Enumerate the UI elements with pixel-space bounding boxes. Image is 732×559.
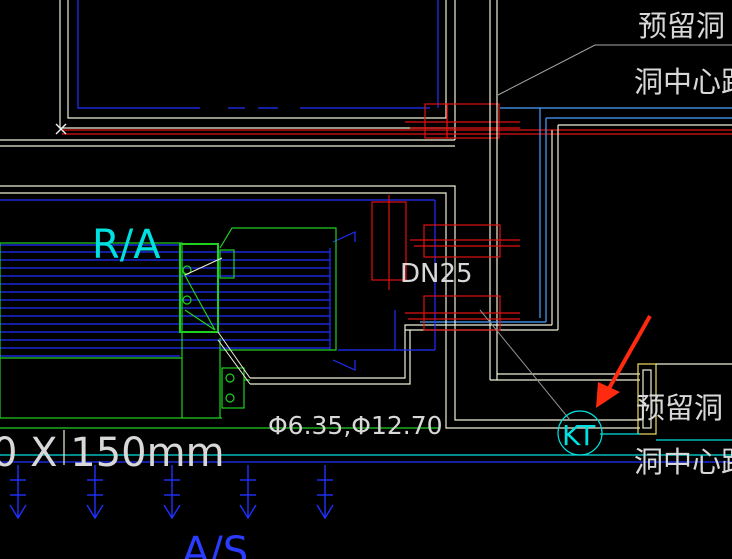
pipe-size-label: DN25 [400,259,473,289]
red-annotation-arrow [596,315,652,408]
upper-room-inner-blue [77,0,439,109]
return-air-label: R/A [92,222,161,268]
unit-green-housing [0,227,337,419]
refrigerant-pipe-label: Φ6.35,Φ12.70 [268,411,443,440]
cross-marker [55,123,67,135]
diffuser-arrow [239,465,257,520]
red-pipe-top [62,103,732,139]
upper-room-walls [0,0,456,147]
supply-air-label: A/S [182,529,248,559]
diffuser-arrow [316,465,334,520]
kt-tag-circle [557,410,603,456]
diffuser-arrow [9,465,27,520]
bottom-duct-lines [0,427,732,465]
unit-connector-lines [184,257,251,385]
supply-air-arrows [9,465,334,520]
right-vertical-walls [405,0,732,381]
equipment-tag-kt: KT [562,419,596,452]
reserved-hole-label-right: 预留洞 [636,391,723,425]
hole-center-label-right: 洞中心距 [634,445,732,479]
duct-size-label: 0 X 150mm [0,430,225,476]
reserved-hole-label-top: 预留洞 [638,9,725,43]
middle-walls [0,185,640,429]
red-fitting-dn25 [371,195,520,331]
light-blue-pipes [420,107,732,323]
hole-center-label-top: 洞中心距 [634,65,732,99]
fan-coil-unit [0,231,356,371]
leader-line-kt [479,309,571,421]
right-outlet-box [600,363,732,441]
leader-line-top [497,44,732,96]
diffuser-arrow [86,465,104,520]
diffuser-arrow [163,465,181,520]
